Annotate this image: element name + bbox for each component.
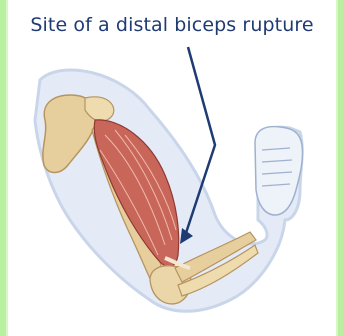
- arm-anatomy-illustration: [0, 0, 343, 336]
